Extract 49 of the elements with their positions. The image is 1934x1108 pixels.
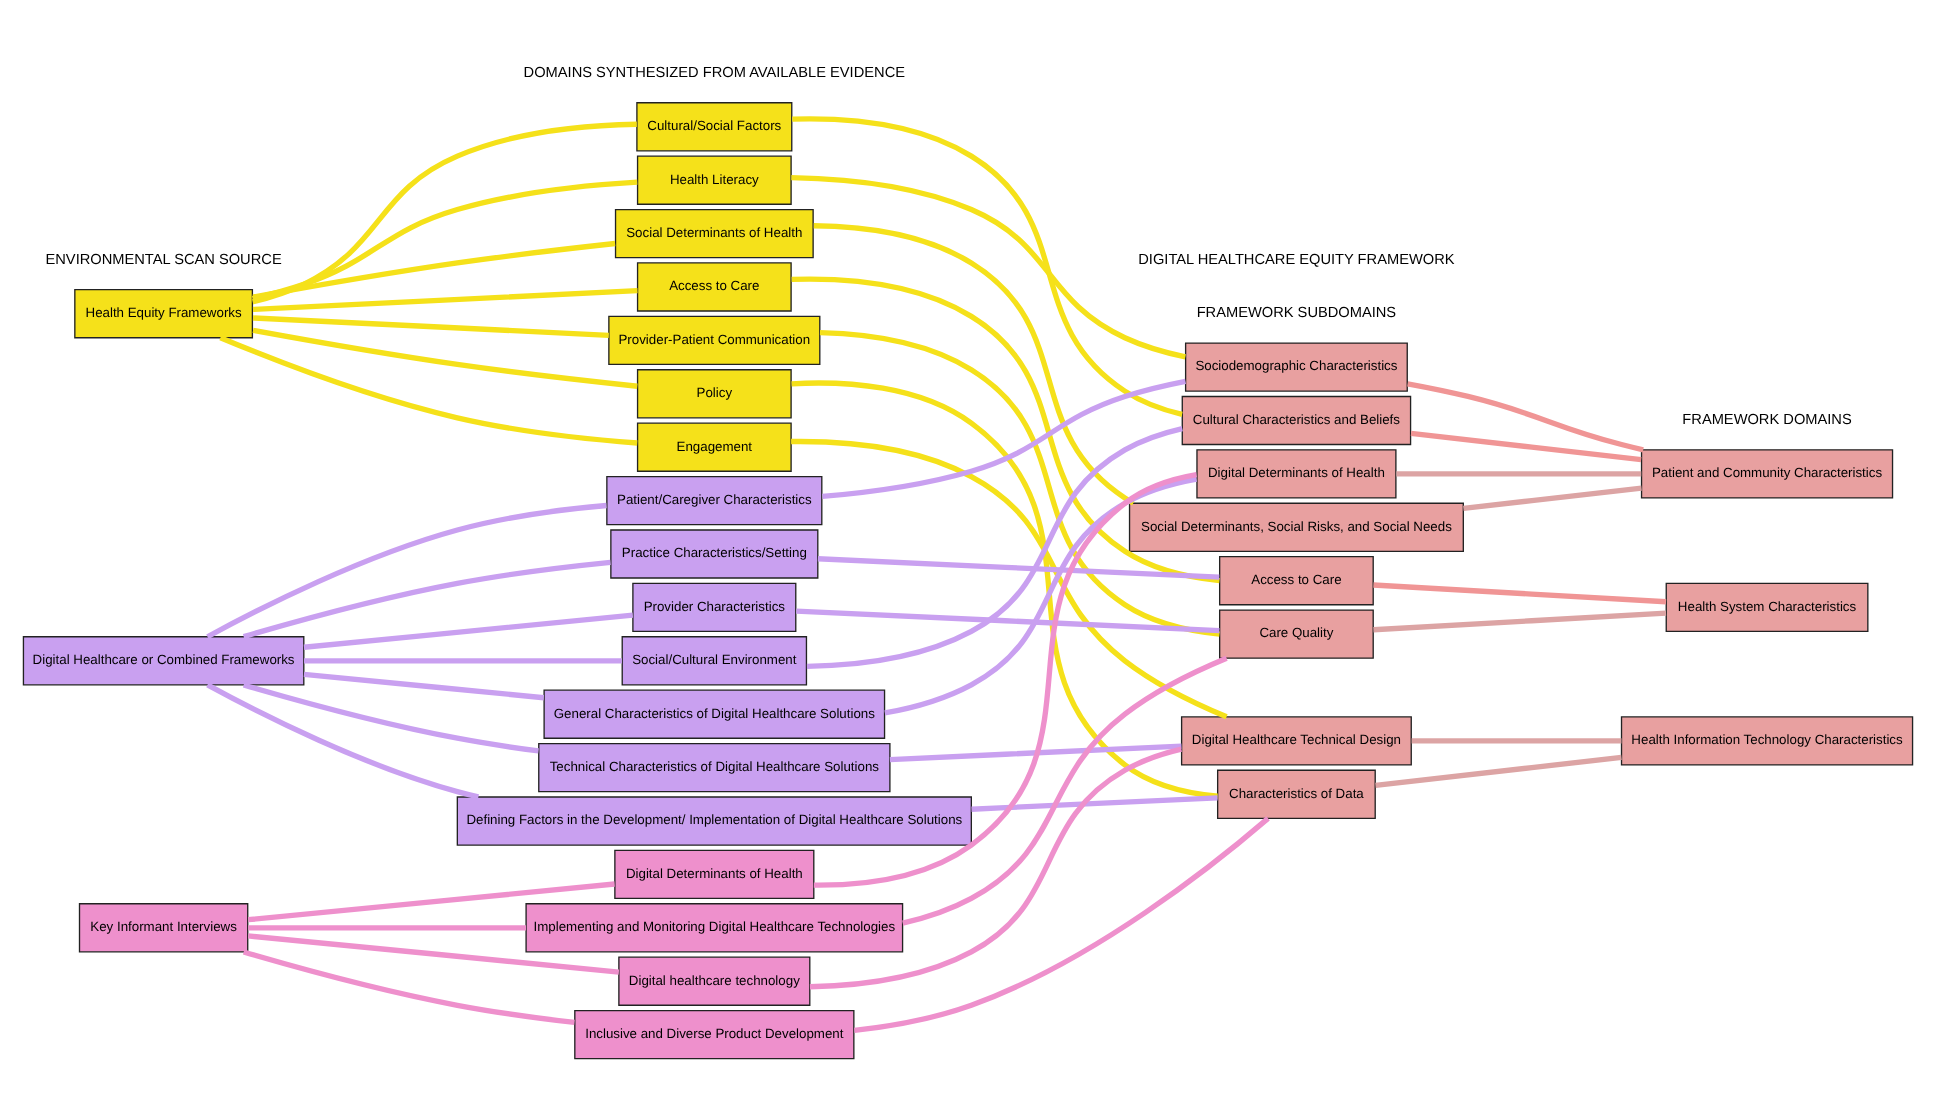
connector [888,743,1181,763]
connector [241,949,574,1026]
connector [251,121,636,305]
connector [251,315,608,338]
connector [251,240,615,300]
connector [883,476,1197,716]
connector [808,746,1181,990]
connector [1395,471,1641,477]
connector [1409,430,1641,463]
connector [1372,610,1666,633]
connector [302,671,544,701]
connector [1406,381,1643,453]
connector [812,223,1134,506]
connector [812,472,1197,888]
label: ENVIRONMENTAL SCAN SOURCE [44,250,281,269]
connector [790,438,1227,720]
connector [1372,582,1666,605]
connector [818,330,1219,637]
connector [205,682,478,800]
label: FRAMEWORK SUBDOMAINS [1195,303,1396,322]
connector [805,425,1182,669]
connector [246,933,619,975]
connector [970,795,1217,812]
connector [251,288,637,313]
connector [246,881,614,923]
connector [205,502,606,640]
connector [795,608,1219,634]
connector [791,116,1182,417]
connector [302,612,633,650]
connector [1374,754,1621,789]
connector [241,559,610,640]
label: DOMAINS SYNTHESIZED FROM AVAILABLE EVIDENCE [522,63,905,82]
connector [901,655,1227,926]
connector [853,816,1269,1034]
label: DIGITAL HEALTHCARE EQUITY FRAMEWORK [1137,250,1454,269]
connector [821,378,1185,500]
connector [218,335,637,446]
connector [790,174,1185,360]
connector [251,327,637,389]
connector [790,276,1219,584]
connector [250,179,637,302]
connector [247,925,526,931]
connector [790,380,1217,799]
connector [816,556,1219,580]
connector [1410,738,1621,744]
label: FRAMEWORK DOMAINS [1681,410,1851,429]
connector [241,682,538,754]
connector [1462,485,1641,512]
connector [302,658,621,664]
